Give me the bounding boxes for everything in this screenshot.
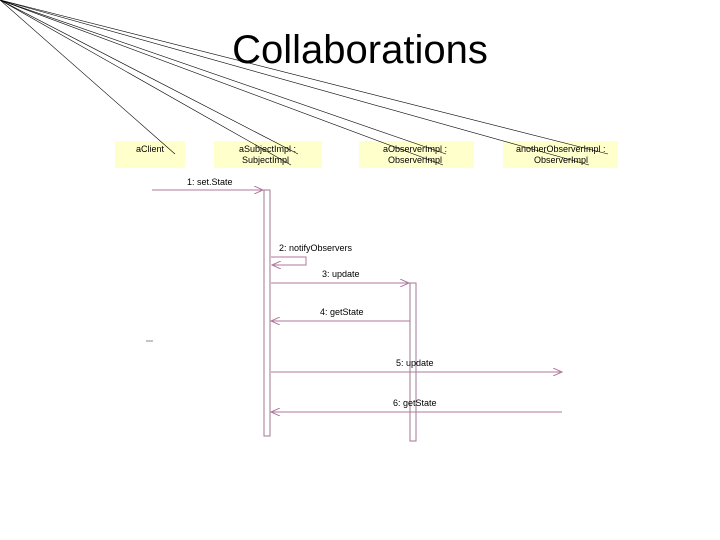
object-asubjectimpl: aSubjectImpl : SubjectImpl xyxy=(0,0,322,168)
object-class: ObserverImpl xyxy=(388,155,442,165)
object-aobserverimpl: aObserverImpl : ObserverImpl xyxy=(0,0,474,168)
object-class-underline xyxy=(0,0,590,166)
object-name: aObserverImpl : xyxy=(383,144,447,154)
object-name-underline xyxy=(0,0,609,155)
object-class-underline xyxy=(0,0,292,166)
activation-bar-observer xyxy=(409,282,417,442)
message-label: 1: set.State xyxy=(187,177,233,187)
object-box xyxy=(214,141,322,168)
object-name-underline xyxy=(0,0,447,155)
object-box xyxy=(503,141,618,168)
object-name-underline xyxy=(0,0,299,155)
message-3: 3: update xyxy=(271,269,409,283)
slide-title: Collaborations xyxy=(232,28,488,72)
message-6: 6: getState xyxy=(271,398,562,412)
message-label: 5: update xyxy=(396,358,434,368)
message-2: 2: notifyObservers xyxy=(271,243,353,265)
object-class: ObserverImpl xyxy=(534,155,588,165)
activation-bar-subject xyxy=(263,189,271,437)
object-name: aSubjectImpl : xyxy=(239,144,296,154)
object-name: aClient xyxy=(136,144,165,154)
object-name: anotherObserverImpl : xyxy=(516,144,606,154)
message-label: 3: update xyxy=(322,269,360,279)
message-arrow xyxy=(271,256,307,265)
object-class: SubjectImpl xyxy=(242,155,289,165)
message-4: 4: getState xyxy=(271,307,410,321)
message-1: 1: set.State xyxy=(152,177,263,190)
message-label: 2: notifyObservers xyxy=(279,243,353,253)
object-class-underline xyxy=(0,0,444,166)
object-anotherobserverimpl: anotherObserverImpl : ObserverImpl xyxy=(0,0,618,168)
object-box xyxy=(115,141,185,168)
object-box xyxy=(359,141,474,168)
message-label: 4: getState xyxy=(320,307,364,317)
object-aclient: aClient xyxy=(0,0,185,168)
message-5: 5: update xyxy=(271,358,562,372)
object-name-underline xyxy=(0,0,176,155)
message-label: 6: getState xyxy=(393,398,437,408)
